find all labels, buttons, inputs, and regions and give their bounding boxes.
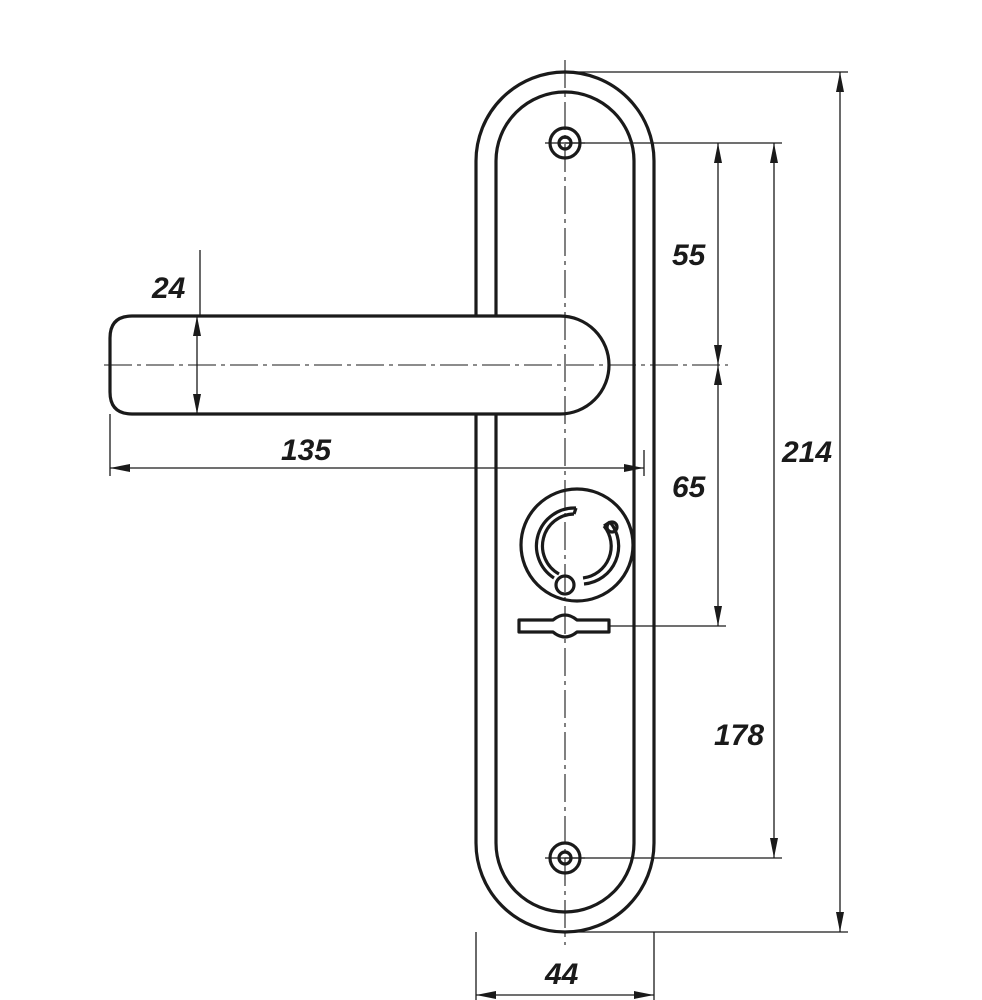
dim-label-axis-to-slot: 65 xyxy=(672,471,707,504)
privacy-turn-left-slot xyxy=(534,506,577,580)
dim-label-screw-distance: 178 xyxy=(714,719,764,752)
dimension-lines xyxy=(110,72,844,999)
dim-label-lever-length: 135 xyxy=(281,434,332,467)
privacy-turn-pin xyxy=(554,574,576,596)
dimension-labels: 24 135 55 65 214 178 44 xyxy=(151,239,832,991)
extension-lines xyxy=(109,71,848,1000)
indicator-slot xyxy=(517,613,611,639)
dim-label-top-screw-to-axis: 55 xyxy=(672,239,707,272)
privacy-turn xyxy=(519,487,635,603)
indicator-slot-outline xyxy=(517,613,611,639)
dim-label-plate-width: 44 xyxy=(544,958,579,991)
dim-label-total-height: 214 xyxy=(781,436,832,469)
privacy-turn-outer-circle xyxy=(519,487,635,603)
dim-label-lever-thickness: 24 xyxy=(151,272,186,305)
center-lines xyxy=(104,60,728,945)
